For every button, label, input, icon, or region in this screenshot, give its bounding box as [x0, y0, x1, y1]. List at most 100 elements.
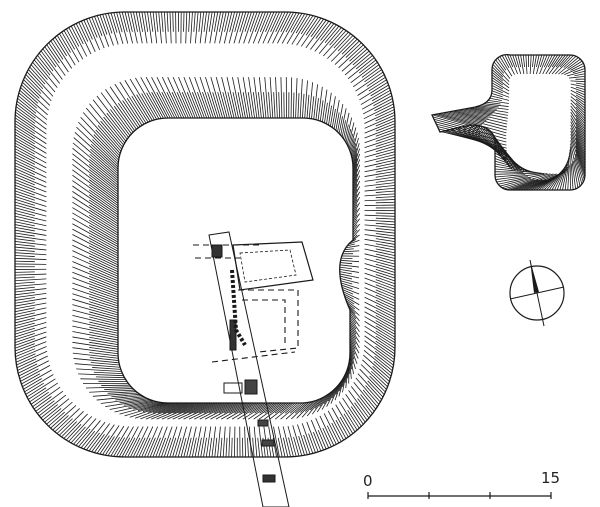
inner-slope-hachure — [352, 196, 361, 210]
inner-slope-hachure — [140, 77, 164, 119]
inner-slope-hachure — [304, 80, 308, 119]
rampart-hachure — [14, 297, 47, 304]
rampart-hachure — [16, 103, 36, 119]
inner-slope-hachure — [352, 191, 361, 206]
rampart-hachure — [190, 11, 193, 44]
rampart-hachure — [141, 11, 148, 44]
inner-slope-hachure — [249, 402, 266, 414]
outwork-hachure — [450, 111, 487, 121]
rampart-hachure — [132, 426, 149, 458]
inner-slope-hachure — [72, 180, 119, 213]
inner-slope-hachure — [349, 342, 356, 355]
rampart-hachure — [19, 89, 48, 116]
inner-slope-hachure — [347, 304, 360, 316]
inner-slope-hachure — [315, 98, 319, 120]
inner-slope-hachure — [110, 109, 131, 136]
rampart-hachure — [14, 317, 47, 327]
outwork-hachure — [453, 110, 508, 125]
inner-slope-hachure — [349, 326, 360, 343]
rampart-hachure — [228, 11, 238, 44]
inner-slope-hachure — [72, 191, 119, 222]
rampart-hachure — [364, 219, 396, 223]
rampart-hachure — [24, 76, 42, 94]
outwork-hachure — [566, 70, 586, 77]
inner-slope-hachure — [88, 214, 119, 234]
rampart-hachure — [42, 48, 57, 68]
rampart-hachure — [364, 159, 396, 168]
inner-slope-hachure — [88, 184, 119, 206]
inner-slope-hachure — [352, 234, 358, 240]
rampart-hachure — [353, 66, 381, 88]
rampart-hachure — [194, 426, 202, 458]
rampart-hachure — [14, 176, 35, 186]
rampart-hachure — [352, 50, 370, 66]
outwork-hachure — [490, 95, 510, 101]
outwork-hachure — [570, 121, 586, 151]
inner-slope-hachure — [248, 77, 255, 119]
inner-slope-hachure — [232, 77, 242, 119]
inner-slope-hachure — [227, 92, 235, 119]
enclosure-outlines — [14, 11, 586, 458]
outwork-hachure — [466, 108, 493, 115]
outwork-hachure — [522, 172, 563, 191]
rampart-hachure — [364, 154, 396, 163]
outwork-inner-edge — [510, 75, 570, 173]
inner-slope-hachure — [247, 92, 253, 119]
inner-slope-hachure — [74, 363, 121, 368]
rampart-hachure — [375, 228, 396, 231]
rampart-hachure — [293, 436, 300, 457]
outwork-hachure — [495, 172, 545, 180]
rampart-hachure — [213, 11, 219, 32]
rampart-hachure — [364, 193, 396, 197]
inner-slope-hachure — [349, 347, 355, 360]
outwork-hachure — [551, 54, 561, 68]
rampart-hachure — [186, 437, 192, 458]
rampart-hachure — [14, 196, 47, 207]
inner-slope-hachure — [172, 76, 192, 119]
inner-slope-hachure — [124, 402, 168, 417]
inner-slope-hachure — [89, 250, 119, 266]
inner-slope-hachure — [253, 77, 260, 119]
rampart-hachure — [14, 148, 35, 160]
rampart-hachure — [345, 394, 366, 423]
outwork-hachure — [506, 173, 554, 191]
outwork-hachure — [445, 112, 485, 124]
scale-bar: 0 15 — [363, 469, 560, 499]
inner-slope-hachure — [343, 291, 360, 300]
outwork-hachure — [522, 54, 526, 68]
inner-slope-hachure — [145, 402, 187, 420]
inner-slope-hachure — [264, 402, 287, 420]
outwork-hachure — [562, 167, 568, 191]
rampart-hachure — [364, 176, 396, 182]
outwork-hachure — [545, 54, 558, 75]
rampart-hachure — [14, 210, 35, 216]
rampart-hachure — [17, 363, 38, 374]
rampart-hachure — [96, 435, 110, 454]
outwork-hachure — [529, 54, 532, 75]
rampart-hachure — [144, 11, 149, 32]
rampart-hachure — [127, 426, 144, 458]
inner-slope-hachure — [103, 116, 125, 144]
rampart-hachure — [37, 55, 61, 84]
trench-fill-block — [261, 439, 275, 447]
inner-slope-hachure — [352, 229, 360, 238]
inner-slope-hachure — [269, 402, 291, 420]
rampart-hachure — [155, 11, 159, 32]
inner-slope-hachure — [72, 331, 119, 341]
inner-slope-hachure — [331, 108, 336, 128]
rampart-hachure — [14, 232, 35, 237]
outwork-hachure — [575, 134, 586, 154]
outwork-hachure — [493, 61, 505, 74]
rampart-hachure — [15, 106, 47, 130]
rampart-hachure — [40, 404, 58, 419]
outwork-hachure — [491, 69, 510, 86]
inner-slope-hachure — [140, 402, 182, 420]
inner-slope-hachure — [72, 352, 119, 359]
rampart-hachure — [65, 424, 82, 441]
inner-slope-hachure — [89, 301, 119, 311]
rampart-hachure — [163, 11, 167, 44]
rampart-hachure — [18, 92, 38, 109]
rampart-hachure — [102, 436, 115, 455]
rampart-hachure — [14, 278, 47, 282]
inner-slope-hachure — [72, 234, 119, 259]
